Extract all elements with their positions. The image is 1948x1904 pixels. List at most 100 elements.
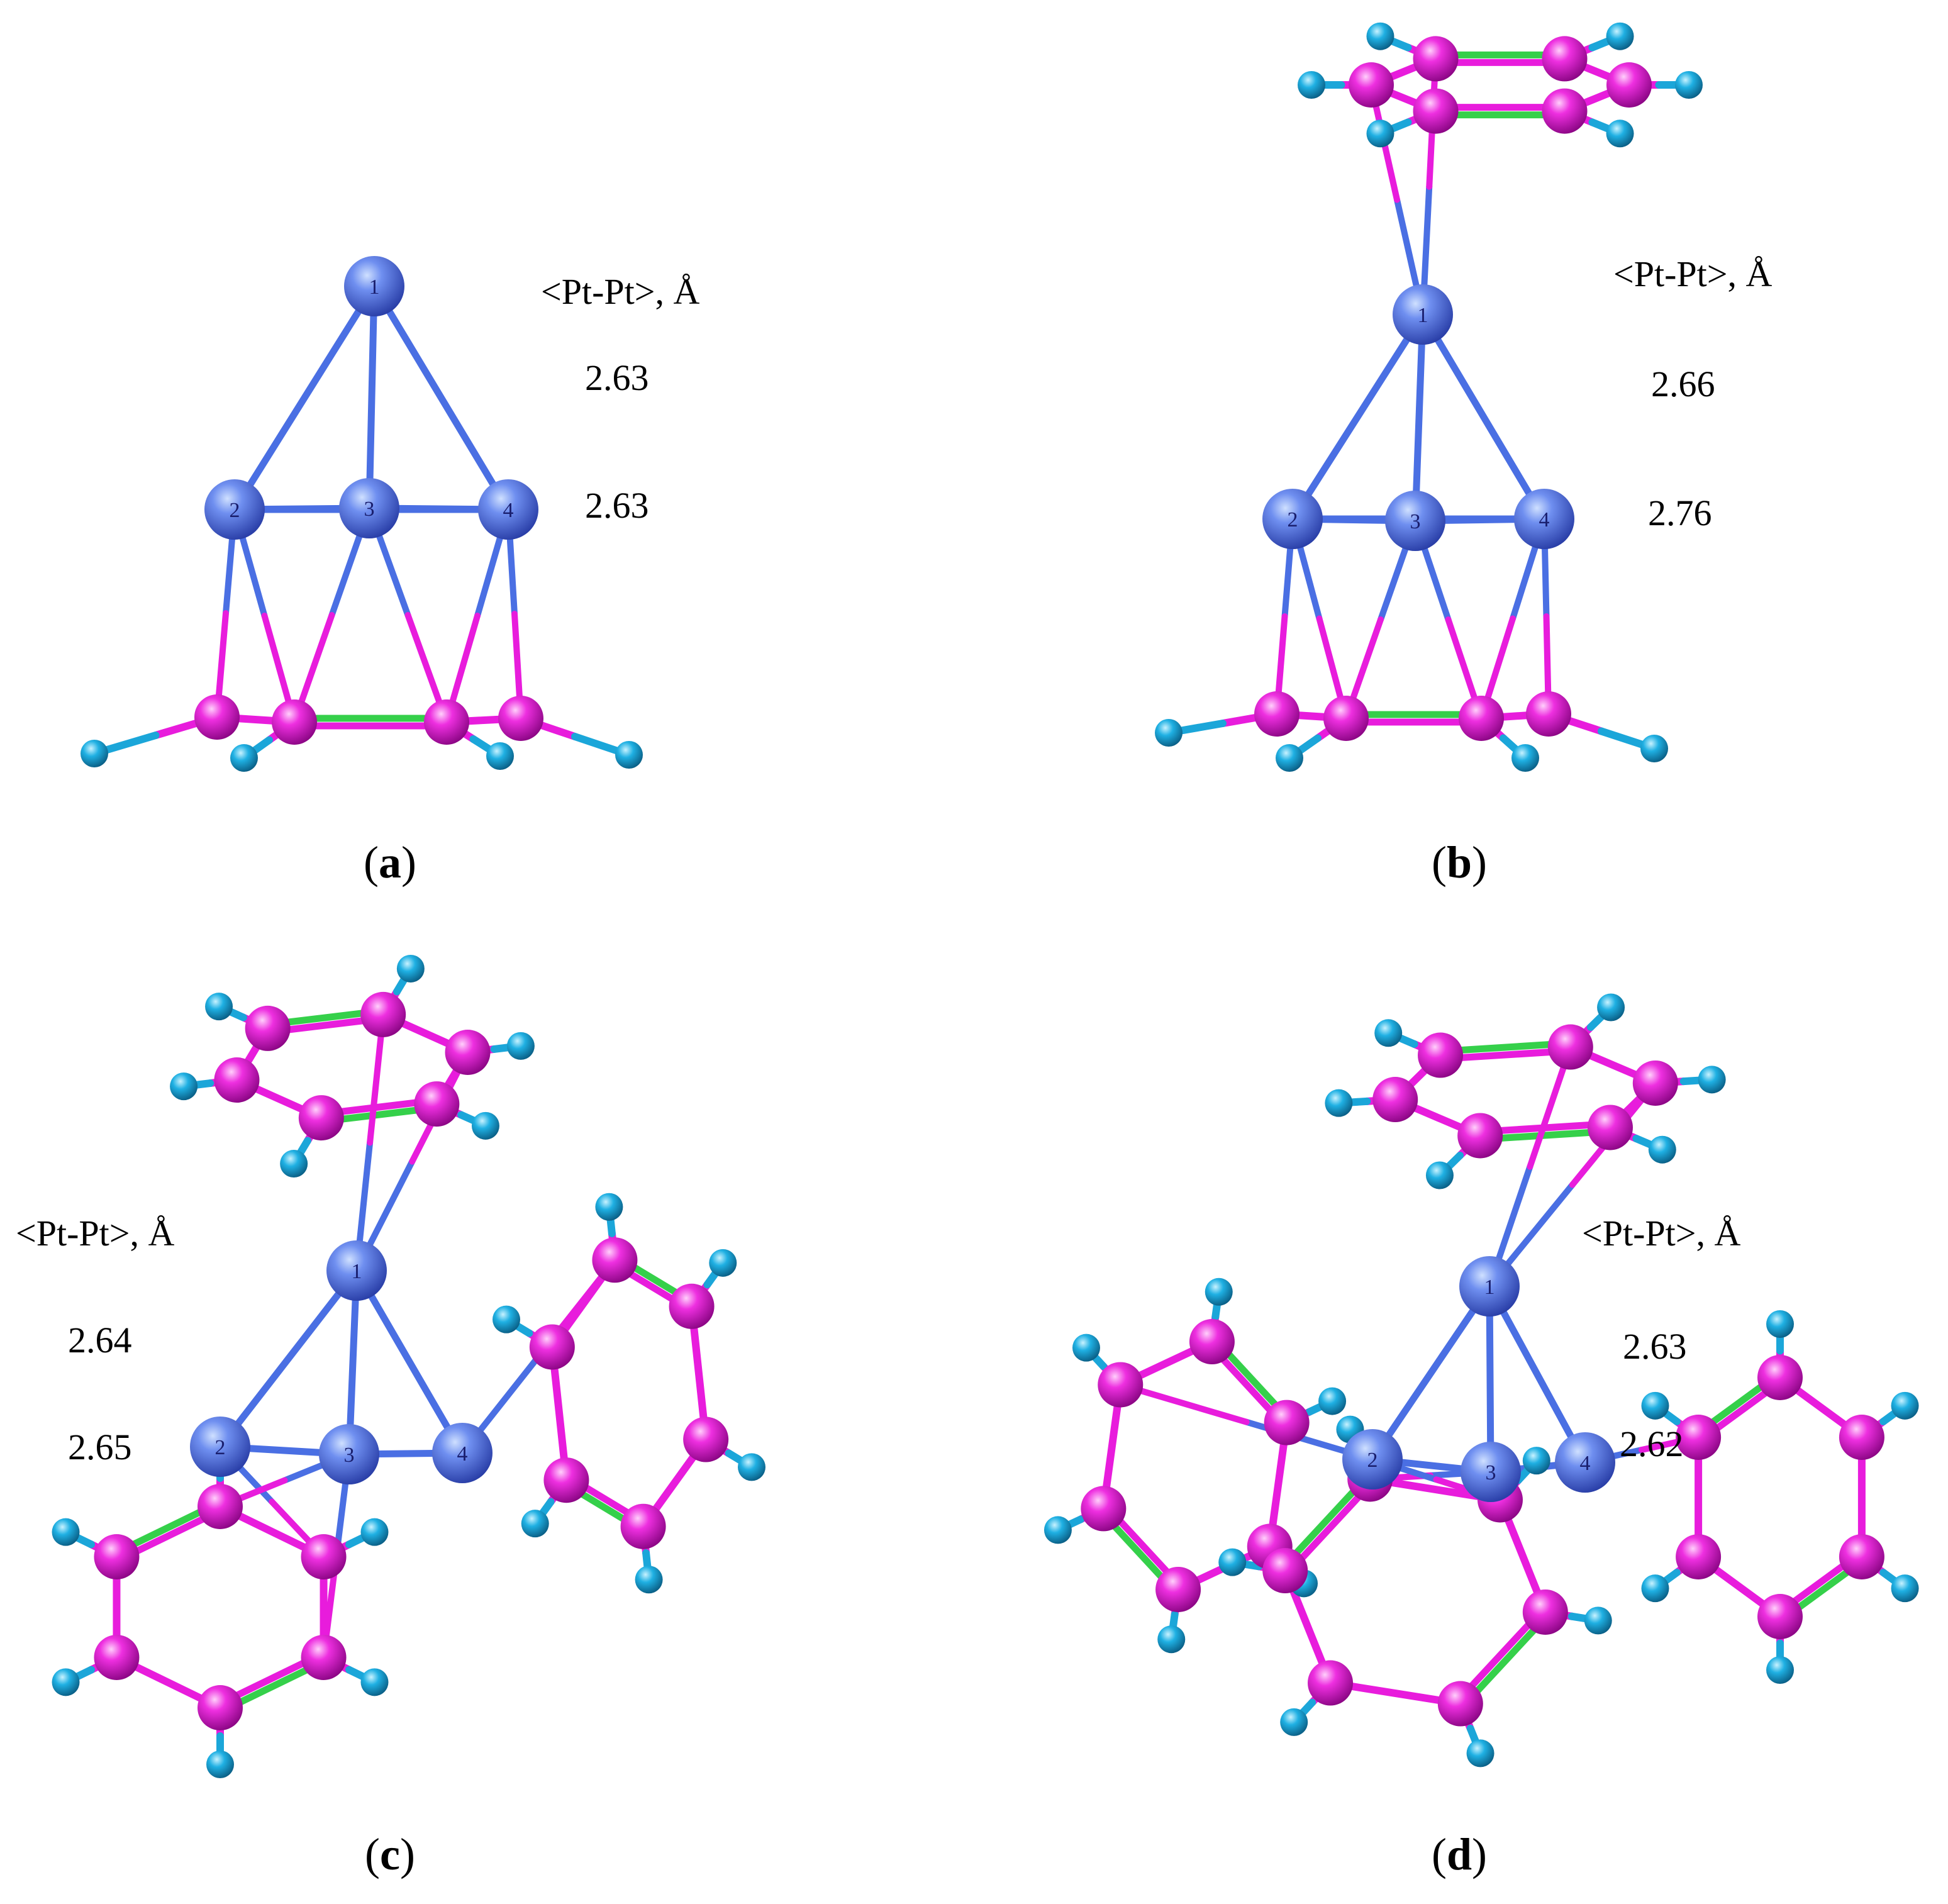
carbon-atom <box>194 694 240 740</box>
platinum-atom <box>339 478 399 538</box>
carbon-atom <box>1632 1060 1678 1106</box>
carbon-atom <box>1459 696 1504 741</box>
carbon-atom <box>1413 88 1459 134</box>
hydrogen-atom <box>1891 1574 1919 1603</box>
hydrogen-atom <box>737 1453 765 1481</box>
carbon-atom <box>1264 1400 1310 1445</box>
carbon-atom <box>1413 36 1459 82</box>
carbon-atom <box>669 1283 715 1329</box>
hydrogen-atom <box>1044 1516 1072 1544</box>
carbon-atom <box>1323 696 1369 741</box>
hydrogen-atom <box>205 993 233 1021</box>
carbon-atom <box>414 1081 460 1127</box>
carbon-atom <box>1839 1534 1884 1579</box>
platinum-atom <box>1262 489 1323 549</box>
carbon-atom <box>1522 1589 1568 1635</box>
carbon-atom <box>245 1005 291 1051</box>
pt-pt-bond <box>370 282 512 513</box>
pt-pt-bond <box>1369 1283 1493 1463</box>
carbon-atom <box>1437 1681 1483 1727</box>
carbon-atom <box>683 1417 729 1462</box>
carbon-atom <box>1526 691 1571 737</box>
pt-pt-bond <box>1411 311 1427 525</box>
carbon-atom <box>1081 1486 1127 1532</box>
carbon-atom <box>1606 62 1652 108</box>
platinum-atom <box>319 1424 379 1484</box>
hydrogen-atom <box>170 1072 198 1101</box>
atom-number-label: 4 <box>1580 1452 1591 1475</box>
platinum-atom <box>1459 1256 1520 1317</box>
atom-number-label: 3 <box>1486 1461 1496 1484</box>
carbon-atom <box>543 1457 589 1503</box>
carbon-atom <box>620 1503 666 1549</box>
platinum-atom <box>1514 489 1574 549</box>
pt-pt-bond <box>345 1267 360 1458</box>
platinum-atom <box>326 1240 387 1301</box>
hydrogen-atom <box>230 744 258 772</box>
platinum-atom <box>478 479 538 540</box>
hydrogen-atom <box>1366 120 1394 148</box>
atom-number-label: 1 <box>1418 304 1428 327</box>
atom-number-label: 3 <box>364 498 375 521</box>
atom-number-label: 2 <box>215 1436 226 1459</box>
legend-title: <Pt-Pt>, Å <box>541 271 699 312</box>
atom-number-label: 3 <box>344 1444 355 1467</box>
hydrogen-atom <box>1766 1310 1794 1338</box>
hydrogen-atom <box>486 742 514 770</box>
hydrogen-atom <box>1641 1574 1669 1603</box>
hydrogen-atom <box>280 1150 308 1178</box>
hydrogen-atom <box>1606 120 1634 148</box>
pt-pt-bond <box>1486 1283 1589 1466</box>
hydrogen-atom <box>1425 1161 1454 1189</box>
hydrogen-atom <box>493 1305 521 1333</box>
hydrogen-atom <box>1766 1656 1794 1684</box>
carbon-atom <box>1155 1566 1201 1612</box>
hydrogen-atom <box>1466 1739 1494 1768</box>
carbon-atom <box>1418 1032 1464 1078</box>
hydrogen-atom <box>1374 1019 1403 1047</box>
hydrogen-atom <box>206 1751 234 1778</box>
hydrogen-atom <box>709 1249 737 1277</box>
hydrogen-atom <box>52 1518 80 1546</box>
atom-number-label: 4 <box>503 499 514 522</box>
hydrogen-atom <box>1276 744 1303 772</box>
atom-number-label: 2 <box>1288 508 1298 532</box>
legend-title: <Pt-Pt>, Å <box>1613 253 1772 294</box>
platinum-atom <box>1342 1429 1403 1489</box>
hydrogen-atom <box>1511 744 1539 772</box>
legend-value-second: 2.63 <box>585 485 649 526</box>
carbon-atom <box>1757 1355 1803 1400</box>
pt-pt-bond <box>1486 1283 1494 1476</box>
carbon-atom <box>1372 1077 1418 1123</box>
hydrogen-atom <box>521 1510 549 1538</box>
carbon-atom <box>1262 1548 1308 1594</box>
hydrogen-atom <box>1318 1387 1347 1415</box>
pt-pt-bond <box>365 282 378 512</box>
platinum-atom <box>1555 1432 1615 1493</box>
hydrogen-atom <box>1640 735 1668 762</box>
hydrogen-atom <box>1675 71 1703 99</box>
legend-value-first: 2.63 <box>585 357 649 398</box>
platinum-atom <box>1393 284 1453 345</box>
hydrogen-atom <box>635 1566 663 1594</box>
hydrogen-atom <box>1325 1089 1353 1117</box>
platinum-atom <box>1385 491 1445 551</box>
carbon-atom <box>198 1484 243 1529</box>
carbon-atom <box>198 1685 243 1730</box>
platinum-atom <box>204 479 265 540</box>
hydrogen-atom <box>1522 1447 1550 1475</box>
platinum-atom <box>190 1417 250 1477</box>
carbon-atom <box>1189 1319 1235 1365</box>
hydrogen-atom <box>1218 1548 1247 1576</box>
legend-title: <Pt-Pt>, Å <box>16 1213 174 1254</box>
carbon-atom <box>1542 36 1588 82</box>
carbon-atom <box>1542 88 1588 134</box>
